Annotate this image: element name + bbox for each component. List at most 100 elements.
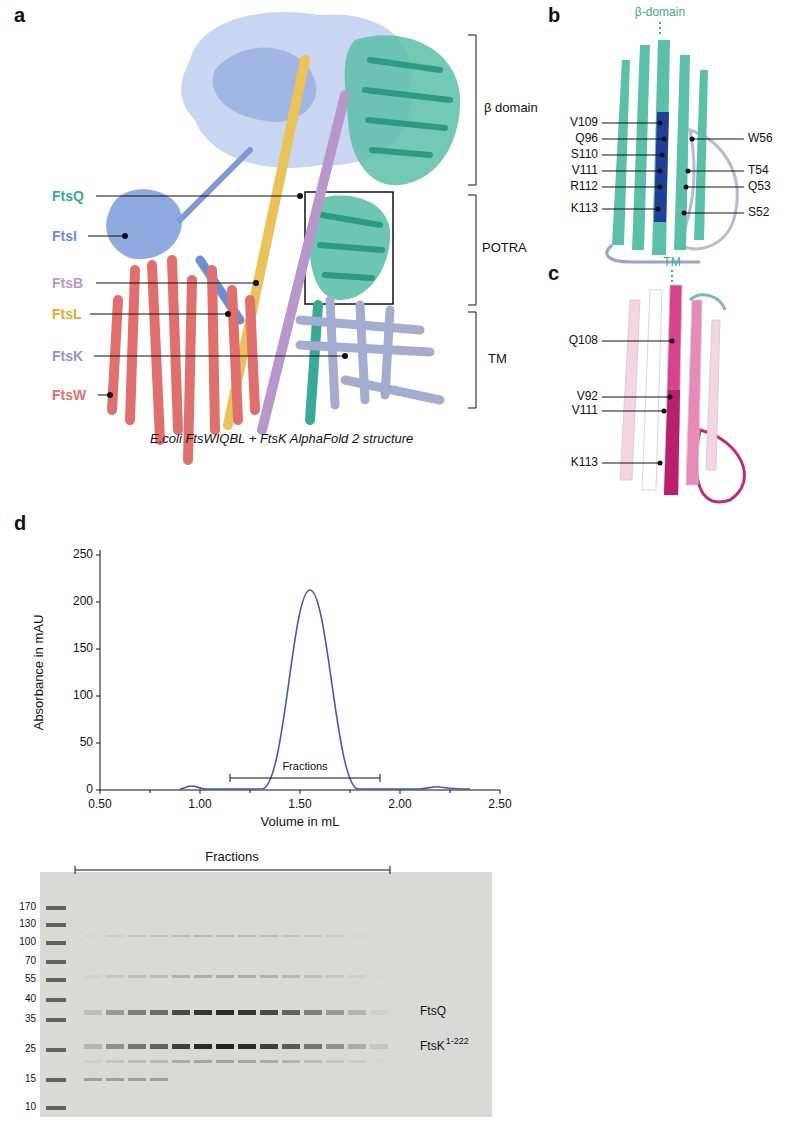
gel-band: [370, 1044, 388, 1049]
figure-label: 250: [73, 548, 93, 562]
gel-band: [172, 1010, 190, 1015]
gel-band: [46, 906, 66, 910]
figure-label: 40: [25, 993, 36, 1005]
gel-band: [304, 975, 322, 978]
gel-band: [194, 935, 212, 937]
figure-label: 2.00: [388, 798, 411, 812]
gel-band: [238, 1044, 256, 1049]
figure-label: 0.50: [88, 798, 111, 812]
gel-band: [46, 1048, 66, 1052]
figure-label: 1-222: [446, 1036, 469, 1046]
gel-band: [172, 935, 190, 937]
figure-label: FtsQ: [420, 1005, 446, 1019]
gel-band: [260, 975, 278, 978]
gel-band: [128, 1044, 146, 1049]
panel-label: FtsK: [52, 348, 83, 364]
gel-band: [194, 1010, 212, 1015]
gel-band: [46, 978, 66, 982]
gel-band: [46, 998, 66, 1002]
gel-band: [150, 1010, 168, 1015]
figure-label: Q53: [748, 180, 771, 194]
gel-band: [84, 935, 102, 937]
gel-band: [46, 960, 66, 964]
figure-label: 200: [73, 595, 93, 609]
gel-band: [150, 975, 168, 978]
figure-label: Q108: [569, 334, 598, 348]
panel-label: c: [548, 262, 559, 285]
gel-band: [282, 975, 300, 978]
gel-band: [326, 1044, 344, 1049]
gel-band: [282, 1044, 300, 1049]
gel-band: [216, 1044, 234, 1049]
structure-c: [602, 270, 744, 502]
gel-band: [46, 941, 66, 945]
gel-band: [216, 935, 234, 937]
figure-label: K113: [571, 456, 598, 470]
gel-band: [128, 1078, 146, 1081]
gel-band: [150, 1078, 168, 1081]
figure-label: 130: [19, 918, 36, 930]
gel-band: [84, 1078, 102, 1081]
figure-label: R112: [570, 180, 598, 194]
gel-band: [260, 1044, 278, 1049]
gel-band: [128, 975, 146, 978]
gel-band: [282, 935, 300, 937]
gel-band: [128, 935, 146, 937]
figure-label: S110: [571, 148, 598, 162]
figure-label: 100: [19, 936, 36, 948]
gel-band: [106, 1010, 124, 1015]
gel-band: [172, 1060, 190, 1063]
gel-band: [304, 1010, 322, 1015]
gel-band: [106, 975, 124, 978]
gel-band: [216, 1010, 234, 1015]
gel-band: [260, 1060, 278, 1063]
gel-band: [216, 1060, 234, 1063]
gel-band: [128, 1060, 146, 1063]
gel-band: [216, 975, 234, 978]
gel-band: [326, 1060, 344, 1063]
panel-label: FtsL: [52, 306, 82, 322]
gel-band: [84, 975, 102, 978]
gel-band: [348, 975, 366, 978]
gel-band: [326, 975, 344, 978]
gel-band: [370, 935, 388, 937]
figure-label: 55: [25, 973, 36, 985]
panel-label: a: [14, 4, 25, 27]
gel-band: [370, 975, 388, 978]
structure-a: [88, 12, 476, 460]
figure-label: 2.50: [488, 798, 511, 812]
figure-label: 10: [25, 1101, 36, 1113]
figure-label: S52: [748, 206, 769, 220]
gel-band: [370, 1010, 388, 1015]
figure-label: Absorbance in mAU: [33, 614, 48, 730]
gel-band: [46, 923, 66, 927]
gel-band: [150, 1060, 168, 1063]
gel-band: [106, 935, 124, 937]
gel-band: [304, 935, 322, 937]
chromatogram: [96, 550, 500, 794]
panel-label: FtsQ: [52, 188, 84, 204]
gel-band: [172, 975, 190, 978]
gel-band: [106, 1044, 124, 1049]
figure-label: Volume in mL: [261, 815, 340, 830]
figure-label: TM: [488, 352, 507, 367]
gel-band: [84, 1060, 102, 1063]
panel-label: FtsB: [52, 275, 83, 291]
gel-band: [370, 1060, 388, 1063]
panel-label: FtsW: [52, 387, 86, 403]
figure-label: 25: [25, 1043, 36, 1055]
gel-band: [172, 1044, 190, 1049]
gel-band: [150, 935, 168, 937]
figure-label: β domain: [484, 101, 538, 116]
figure-label: V111: [572, 164, 598, 178]
gel-band: [304, 1060, 322, 1063]
figure-label: 170: [19, 901, 36, 913]
gel-band: [348, 1010, 366, 1015]
figure-label: K113: [571, 202, 598, 216]
gel-band: [238, 1010, 256, 1015]
gel-band: [282, 1060, 300, 1063]
figure-label: Fractions: [282, 760, 327, 773]
figure-label: Q96: [575, 132, 598, 146]
gel-band: [238, 975, 256, 978]
figure-label: 15: [25, 1073, 36, 1085]
